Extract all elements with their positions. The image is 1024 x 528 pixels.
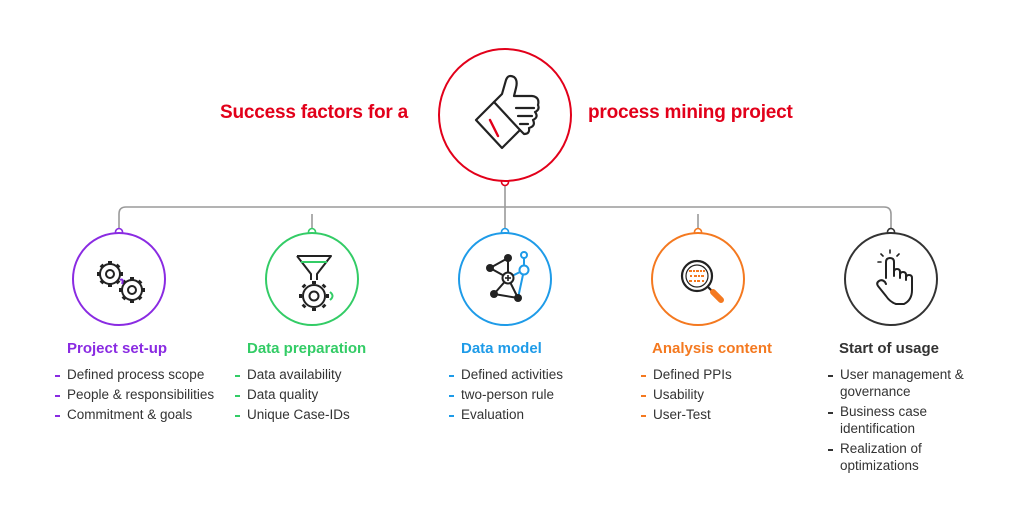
hub-circle — [438, 48, 572, 182]
list-item: Defined PPIs — [641, 366, 811, 383]
list-item-text: Data availability — [247, 367, 342, 382]
factor-list-project-setup: Defined process scope People & responsib… — [55, 366, 225, 426]
list-item: Realization of optimizations — [828, 440, 988, 474]
list-item-text: Usability — [653, 387, 705, 402]
list-item: Business case identification — [828, 403, 988, 437]
list-item-text: User management & governance — [840, 367, 964, 399]
bullet-dash — [641, 415, 646, 417]
factor-circle-start-of-usage — [844, 232, 938, 326]
factor-circle-project-setup — [72, 232, 166, 326]
bullet-dash — [55, 395, 60, 397]
factor-title-project-setup: Project set-up — [67, 340, 168, 357]
bullet-dash — [641, 375, 646, 377]
pointer-hand-icon — [876, 249, 913, 305]
bullet-dash — [235, 395, 240, 397]
factor-title-analysis-content: Analysis content — [652, 340, 773, 357]
list-item: Defined process scope — [55, 366, 225, 383]
list-item: Usability — [641, 386, 811, 403]
factor-title-data-model: Data model — [461, 340, 542, 357]
list-item-text: Defined process scope — [67, 367, 205, 382]
bullet-dash — [449, 395, 454, 397]
list-item: Unique Case-IDs — [235, 406, 405, 423]
bullet-dash — [828, 449, 833, 451]
thumbs-up-icon — [474, 74, 540, 150]
list-item: Data availability — [235, 366, 405, 383]
bullet-dash — [449, 375, 454, 377]
factor-title-start-of-usage: Start of usage — [839, 340, 940, 357]
bullet-dash — [235, 415, 240, 417]
factor-list-data-model: Defined activities two-person rule Evalu… — [449, 366, 619, 426]
bullet-dash — [55, 375, 60, 377]
funnel-gear-icon — [296, 255, 334, 311]
factor-list-data-preparation: Data availability Data quality Unique Ca… — [235, 366, 405, 426]
factor-circle-analysis-content — [651, 232, 745, 326]
title-left: Success factors for a — [220, 102, 408, 123]
factor-circle-data-model — [458, 232, 552, 326]
list-item-text: Data quality — [247, 387, 319, 402]
list-item-text: Realization of optimizations — [840, 441, 922, 473]
list-item: two-person rule — [449, 386, 619, 403]
list-item: People & responsibilities — [55, 386, 225, 403]
list-item-text: Defined activities — [461, 367, 564, 382]
bullet-dash — [449, 415, 454, 417]
factor-title-data-preparation: Data preparation — [247, 340, 367, 357]
bullet-dash — [55, 415, 60, 417]
list-item: User management & governance — [828, 366, 988, 400]
list-item-text: Commitment & goals — [67, 407, 193, 422]
list-item: Commitment & goals — [55, 406, 225, 423]
list-item-text: Defined PPIs — [653, 367, 732, 382]
list-item: Data quality — [235, 386, 405, 403]
list-item-text: Business case identification — [840, 404, 928, 436]
factor-list-start-of-usage: User management & governance Business ca… — [828, 366, 988, 477]
list-item-text: two-person rule — [461, 387, 555, 402]
bullet-dash — [828, 412, 833, 414]
list-item: User-Test — [641, 406, 811, 423]
bullet-dash — [641, 395, 646, 397]
factor-list-analysis-content: Defined PPIs Usability User-Test — [641, 366, 811, 426]
list-item-text: Unique Case-IDs — [247, 407, 350, 422]
list-item-text: User-Test — [653, 407, 711, 422]
title-right: process mining project — [588, 102, 793, 123]
list-item-text: People & responsibilities — [67, 387, 215, 402]
list-item: Evaluation — [449, 406, 619, 423]
gears-icon — [97, 261, 145, 303]
list-item-text: Evaluation — [461, 407, 525, 422]
bullet-dash — [828, 375, 833, 377]
magnifier-icon — [680, 259, 724, 303]
network-icon — [486, 251, 530, 302]
factor-circle-data-preparation — [265, 232, 359, 326]
bullet-dash — [235, 375, 240, 377]
list-item: Defined activities — [449, 366, 619, 383]
